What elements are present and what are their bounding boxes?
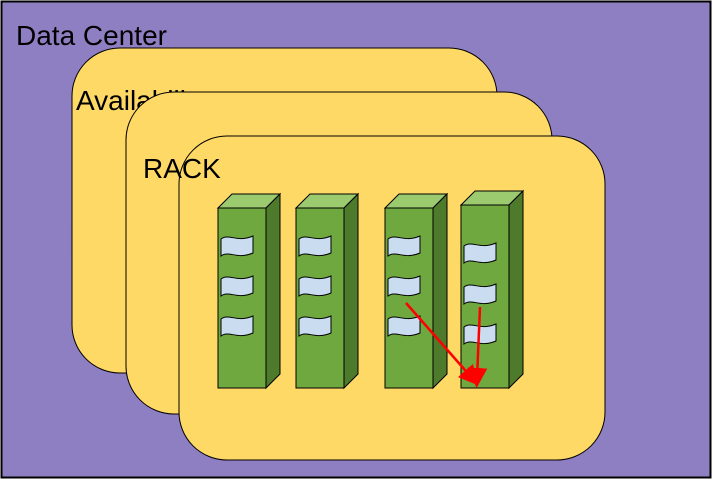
disk-icon	[298, 275, 332, 297]
server-3	[383, 192, 449, 390]
servers-group	[216, 189, 525, 390]
server-4	[459, 189, 525, 390]
server-front-face	[217, 207, 267, 389]
server-side-face	[265, 192, 281, 390]
server-front-face	[295, 207, 345, 389]
replication-arrow-diagonal	[405, 302, 479, 386]
server-front-face	[384, 207, 434, 389]
disk-icon	[387, 315, 421, 337]
disk-icon	[220, 275, 254, 297]
disk-icon	[463, 242, 497, 264]
disk-icon	[298, 315, 332, 337]
disk-icon	[463, 283, 497, 305]
server-side-face	[343, 192, 359, 390]
server-1	[216, 192, 282, 390]
server-side-face	[508, 189, 524, 390]
data-center-label: Data Center	[16, 20, 167, 51]
rack-label: RACK	[143, 153, 221, 184]
replication-arrow-vertical	[467, 306, 488, 388]
server-2	[294, 192, 360, 390]
disk-icon	[298, 235, 332, 257]
disk-icon	[220, 235, 254, 257]
disk-icon	[387, 275, 421, 297]
disk-icon	[220, 315, 254, 337]
server-side-face	[432, 192, 448, 390]
disk-icon	[387, 235, 421, 257]
